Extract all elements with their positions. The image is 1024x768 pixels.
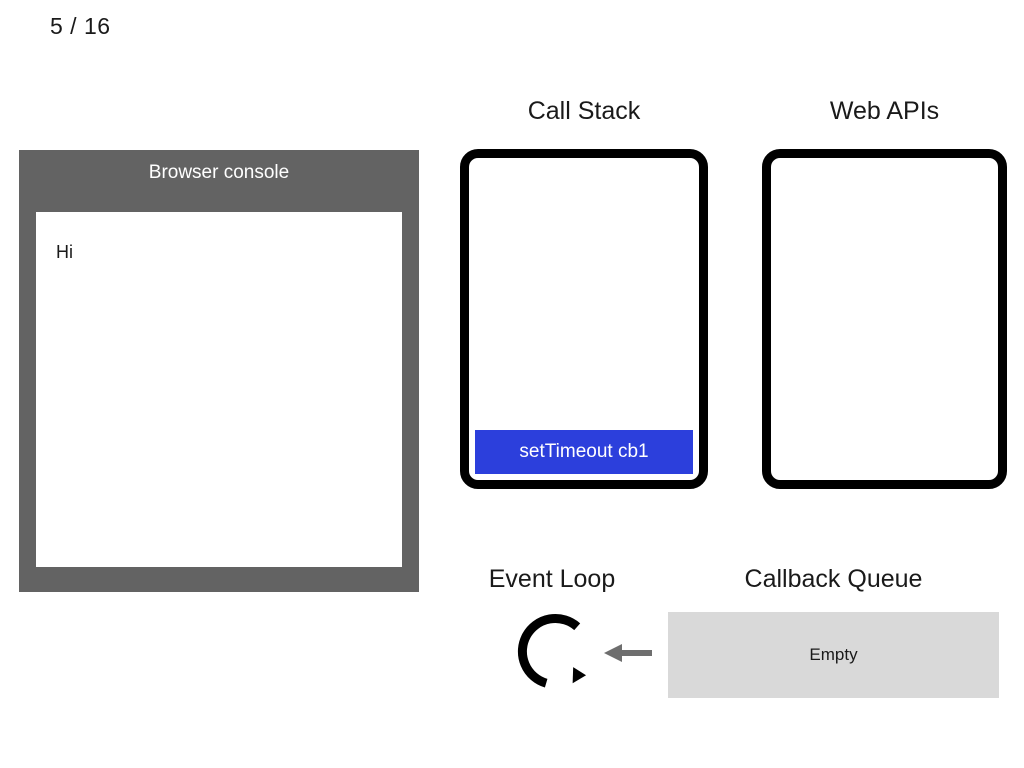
browser-console-title: Browser console: [148, 162, 290, 183]
arrow-left-icon: [604, 644, 652, 662]
browser-console-panel: Browser console Hi: [19, 150, 419, 592]
circular-arrow-icon: [517, 614, 587, 688]
web-apis-heading: Web APIs: [829, 97, 940, 125]
call-stack-heading: Call Stack: [527, 97, 641, 125]
browser-console-output: Hi: [36, 212, 402, 567]
call-stack-box: setTimeout cb1: [460, 149, 708, 489]
callback-queue-empty-label: Empty: [809, 645, 858, 664]
call-stack-frame: setTimeout cb1: [475, 430, 693, 474]
slide-counter: 5 / 16: [50, 13, 111, 39]
console-log-line: Hi: [56, 242, 73, 262]
callback-queue-box: Empty: [668, 612, 999, 698]
web-apis-box: [762, 149, 1007, 489]
callback-queue-heading: Callback Queue: [744, 565, 923, 593]
event-loop-heading: Event Loop: [488, 565, 616, 593]
